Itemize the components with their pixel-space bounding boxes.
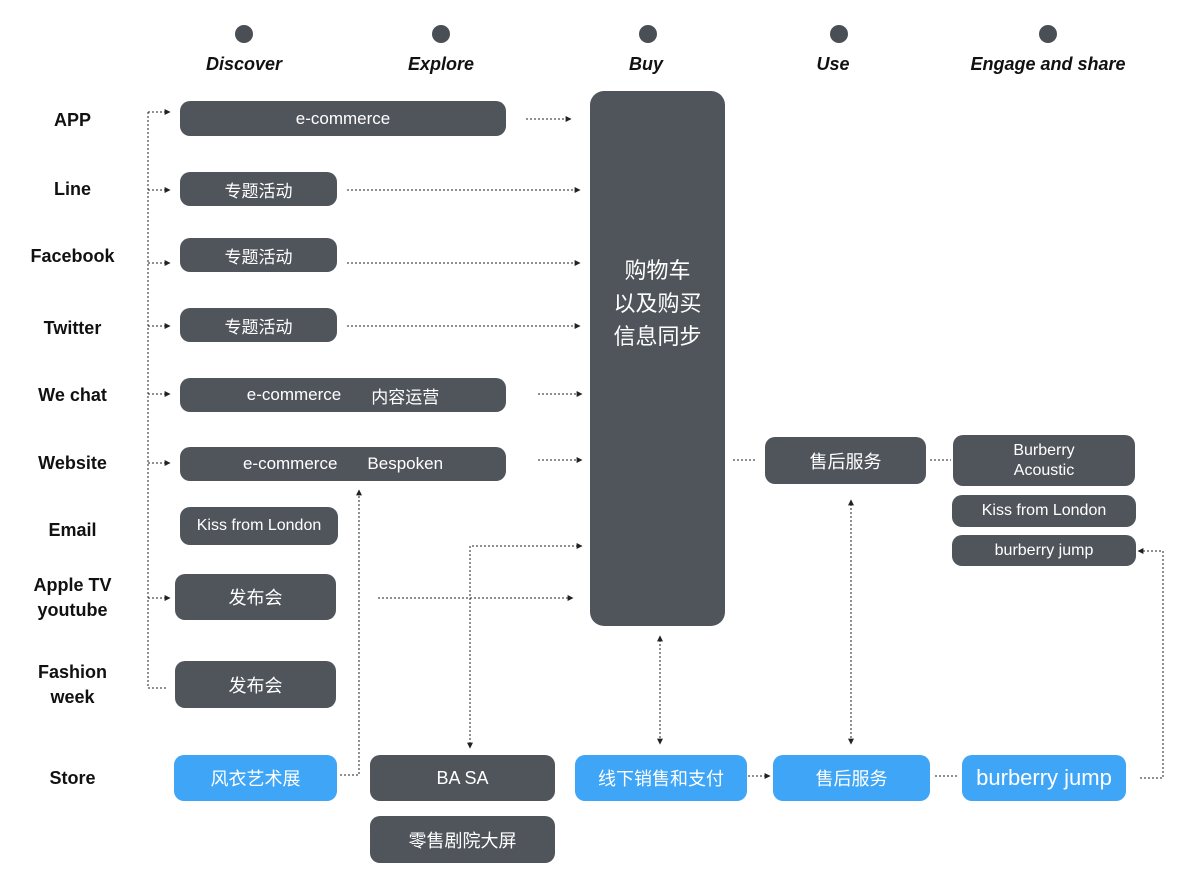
store-screen-label: 零售剧院大屏: [408, 830, 517, 851]
website-ecommerce-label: e-commerce: [242, 454, 338, 473]
use-aftersales-box: 售后服务: [765, 437, 926, 484]
channel-appletv: Apple TV: [33, 575, 112, 595]
arrow-exhibit-to-website: [340, 489, 362, 776]
channel-line: Line: [53, 179, 91, 199]
website-bespoken-label: Bespoken: [367, 454, 444, 473]
stage-dot-discover: [235, 25, 253, 43]
fashion-launch-label: 发布会: [228, 675, 283, 696]
channel-youtube: youtube: [37, 600, 108, 620]
store-offline-box: 线下销售和支付: [575, 755, 747, 801]
stage-use: Use: [816, 54, 850, 74]
twitter-topic-label: 专题活动: [224, 317, 293, 337]
facebook-topic-label: 专题活动: [224, 247, 293, 267]
stage-engage: Engage and share: [970, 54, 1126, 74]
channel-week: week: [50, 687, 95, 707]
channel-website: Website: [38, 453, 107, 473]
cart-sync-line-3: 信息同步: [613, 324, 702, 349]
appletv-launch-label: 发布会: [228, 588, 283, 608]
channel-fashion: Fashion: [37, 662, 107, 682]
line-topic-box: 专题活动: [180, 172, 337, 206]
app-ecommerce-box: e-commerce: [180, 101, 506, 136]
channel-appletv-youtube: Apple TV youtube: [0, 573, 145, 623]
wechat-ecommerce-label: e-commerce: [246, 385, 342, 404]
store-exhibit-label: 风衣艺术展: [210, 769, 301, 789]
engage-jump-label: burberry jump: [994, 541, 1094, 559]
stage-buy: Buy: [628, 54, 663, 74]
engage-kiss-box: Kiss from London: [952, 495, 1136, 527]
acoustic-line-2: Acoustic: [1013, 461, 1075, 479]
store-basa-label: BA SA: [436, 767, 489, 788]
channel-app: APP: [53, 110, 91, 130]
store-jump-box: burberry jump: [962, 755, 1126, 801]
channel-store: Store: [49, 768, 96, 788]
engage-kiss-label: Kiss from London: [981, 502, 1107, 519]
store-offline-label: 线下销售和支付: [598, 769, 724, 789]
channel-bracket: [147, 112, 168, 689]
appletv-launch-box: 发布会: [175, 574, 336, 620]
stage-explore: Explore: [407, 54, 475, 74]
facebook-topic-box: 专题活动: [180, 238, 337, 272]
arrow-basa-buy: [467, 543, 583, 749]
store-basa-box: BA SA: [370, 755, 555, 801]
twitter-topic-box: 专题活动: [180, 308, 337, 342]
fashion-launch-box: 发布会: [175, 661, 336, 708]
channel-facebook: Facebook: [30, 246, 115, 266]
wechat-box: e-commerce 内容运营: [180, 378, 506, 412]
store-screen-box: 零售剧院大屏: [370, 816, 555, 863]
cart-sync-box: 购物车 以及购买 信息同步: [590, 91, 725, 626]
store-exhibit-box: 风衣艺术展: [174, 755, 337, 801]
store-aftersales-box: 售后服务: [773, 755, 930, 801]
arrow-store-jump-to-engage-jump: [1137, 548, 1164, 779]
email-kiss-label: Kiss from London: [196, 517, 322, 534]
acoustic-line-1: Burberry: [1013, 441, 1075, 459]
channel-wechat: We chat: [38, 385, 107, 405]
line-topic-label: 专题活动: [224, 181, 293, 201]
email-kiss-box: Kiss from London: [180, 507, 338, 545]
app-ecommerce-label: e-commerce: [295, 108, 391, 128]
engage-jump-box: burberry jump: [952, 535, 1136, 566]
stage-dot-buy: [639, 25, 657, 43]
stage-dot-use: [830, 25, 848, 43]
stage-dot-engage: [1039, 25, 1057, 43]
store-jump-label: burberry jump: [976, 765, 1112, 790]
cart-sync-line-2: 以及购买: [613, 291, 702, 316]
cart-sync-line-1: 购物车: [624, 258, 691, 283]
channel-fashion-week: Fashion week: [0, 660, 145, 710]
acoustic-box: Burberry Acoustic: [953, 435, 1135, 486]
channel-email: Email: [48, 520, 97, 540]
stage-discover: Discover: [205, 54, 283, 74]
wechat-content-label: 内容运营: [371, 387, 440, 407]
store-aftersales-label: 售后服务: [815, 769, 888, 789]
use-aftersales-label: 售后服务: [809, 451, 882, 472]
stage-dot-explore: [432, 25, 450, 43]
website-box: e-commerce Bespoken: [180, 447, 506, 481]
channel-twitter: Twitter: [43, 318, 102, 338]
